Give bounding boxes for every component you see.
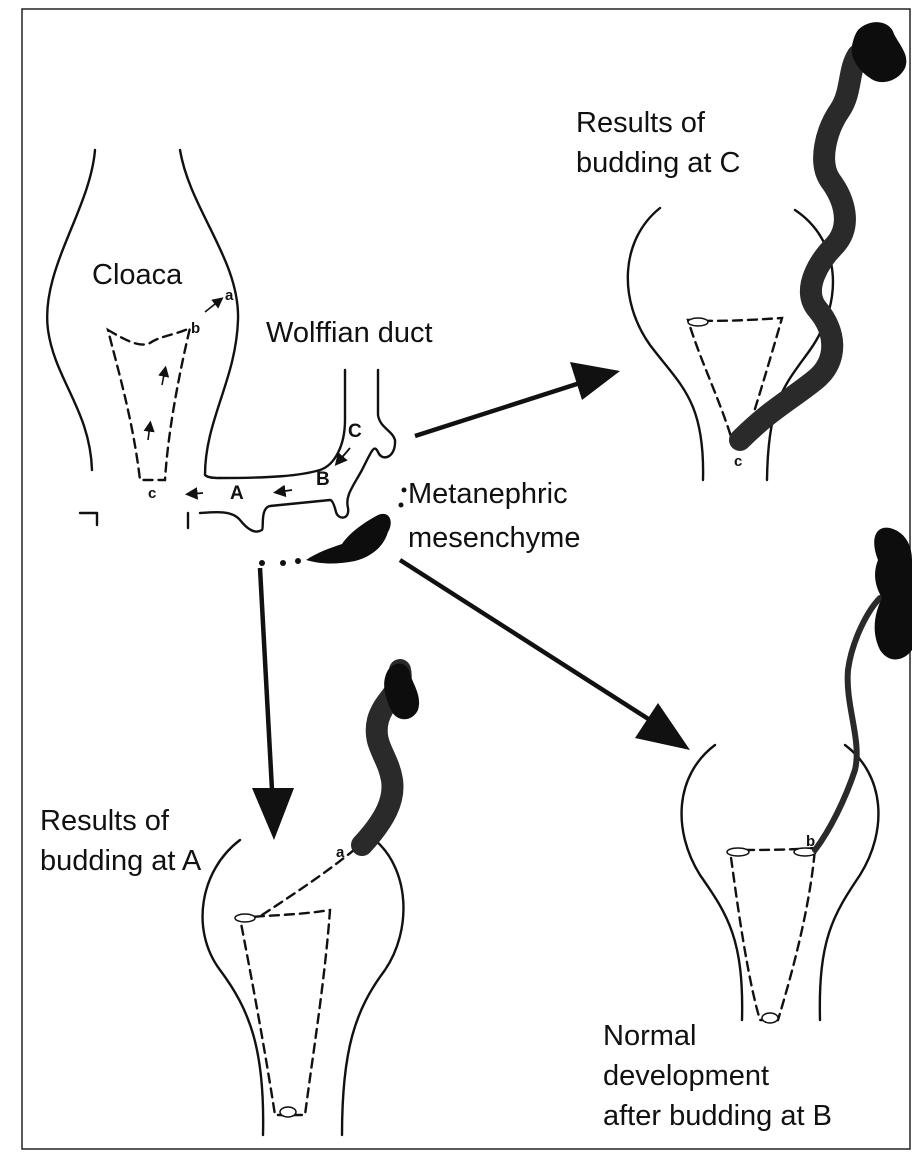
point-b-label: b — [191, 320, 200, 337]
result-a-bladder — [203, 840, 404, 1135]
result-c-label-line2: budding at C — [576, 147, 740, 179]
bud-B-label: B — [316, 469, 330, 490]
result-c-point-label: c — [734, 453, 742, 470]
point-c-label: c — [148, 485, 156, 502]
result-a-ureter — [362, 664, 419, 845]
result-c-label-line1: Results of — [576, 107, 706, 139]
metanephric-label-line2: mesenchyme — [408, 522, 580, 554]
metanephric-label-line1: Metanephric — [408, 478, 568, 510]
normal-label-line2: development — [603, 1060, 769, 1092]
point-a-label: a — [225, 287, 234, 304]
result-a-label-line2: budding at A — [40, 845, 202, 877]
wolffian-duct — [190, 370, 395, 532]
cloaca-trigone — [108, 300, 220, 480]
result-a-point-label: a — [336, 844, 345, 861]
normal-point-label: b — [806, 833, 815, 850]
wolffian-duct-label: Wolffian duct — [266, 317, 433, 349]
cloaca-label: Cloaca — [92, 259, 183, 291]
bud-A-label: A — [230, 483, 244, 504]
normal-label-line3: after budding at B — [603, 1100, 832, 1132]
normal-ureter-kidney — [815, 528, 912, 850]
metanephric-mesenchyme — [259, 488, 407, 567]
result-a-label-line1: Results of — [40, 805, 170, 837]
bud-C-label: C — [348, 421, 362, 442]
figure-border — [22, 9, 910, 1149]
arrow-to-result-c — [415, 362, 620, 436]
cloaca-structure — [47, 150, 238, 528]
normal-label-line1: Normal — [603, 1020, 696, 1052]
arrow-to-result-b — [400, 560, 690, 750]
arrow-to-result-a — [252, 568, 294, 840]
